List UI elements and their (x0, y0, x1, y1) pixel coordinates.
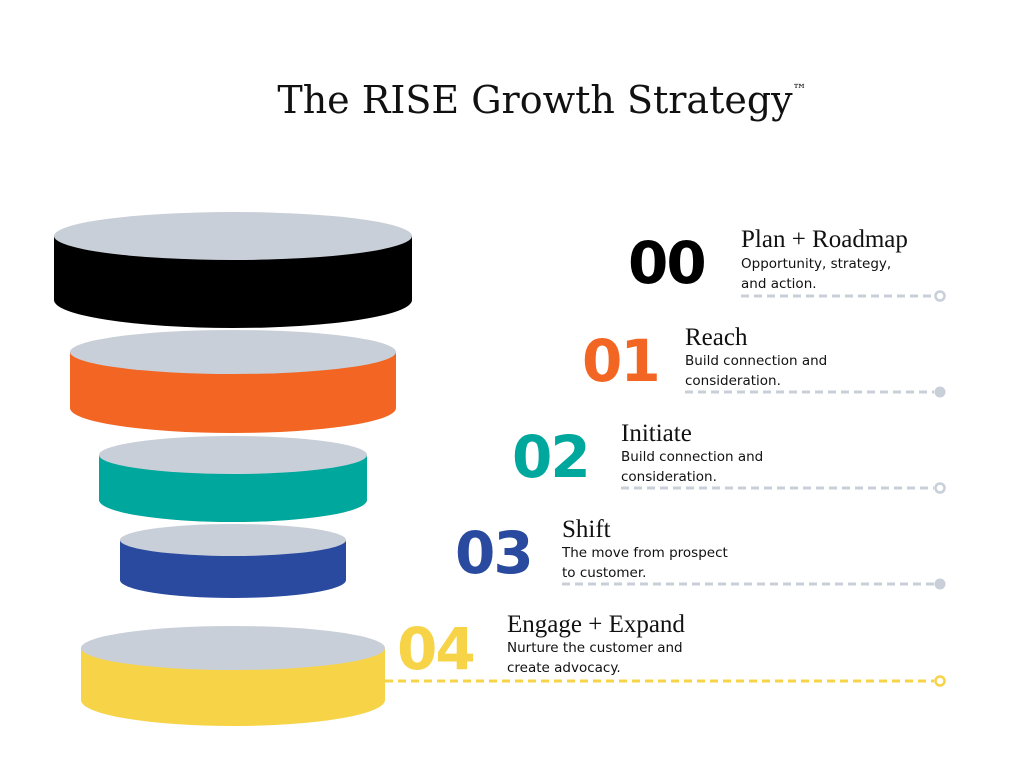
desc-line: The move from prospect (562, 545, 728, 561)
stage-desc-01: Build connection and consideration. (685, 351, 925, 391)
stage-title-00: Plan + Roadmap (741, 226, 908, 253)
desc-line: consideration. (685, 373, 781, 389)
disc-04 (81, 626, 385, 726)
stage-number-03: 03 (455, 519, 534, 587)
desc-line: Build connection and (621, 449, 764, 465)
desc-line: create advocacy. (507, 660, 621, 676)
disc-00 (54, 212, 412, 328)
stage-number-04: 04 (397, 615, 476, 683)
page-title: The RISE Growth Strategy™ (0, 78, 1024, 122)
desc-line: Opportunity, strategy, (741, 256, 892, 272)
desc-line: Nurture the customer and (507, 640, 683, 656)
trademark: ™ (792, 82, 807, 98)
stage-title-02: Initiate (621, 420, 692, 447)
stage-title-03: Shift (562, 516, 611, 543)
desc-line: consideration. (621, 469, 717, 485)
disc-01 (70, 330, 396, 433)
stage-title-04: Engage + Expand (507, 611, 685, 638)
stage-desc-02: Build connection and consideration. (621, 447, 861, 487)
stage-desc-00: Opportunity, strategy, and action. (741, 254, 981, 294)
stage-number-02: 02 (512, 423, 591, 491)
disc-03 (120, 524, 346, 598)
disc-02 (99, 436, 367, 522)
title-text: The RISE Growth Strategy (277, 78, 793, 122)
desc-line: Build connection and (685, 353, 828, 369)
stage-number-00: 00 (628, 229, 707, 297)
stage-desc-03: The move from prospect to customer. (562, 543, 802, 583)
desc-line: to customer. (562, 565, 647, 581)
stage-title-01: Reach (685, 324, 748, 351)
stage-desc-04: Nurture the customer and create advocacy. (507, 638, 747, 678)
desc-line: and action. (741, 276, 817, 292)
stage-number-01: 01 (582, 327, 661, 395)
